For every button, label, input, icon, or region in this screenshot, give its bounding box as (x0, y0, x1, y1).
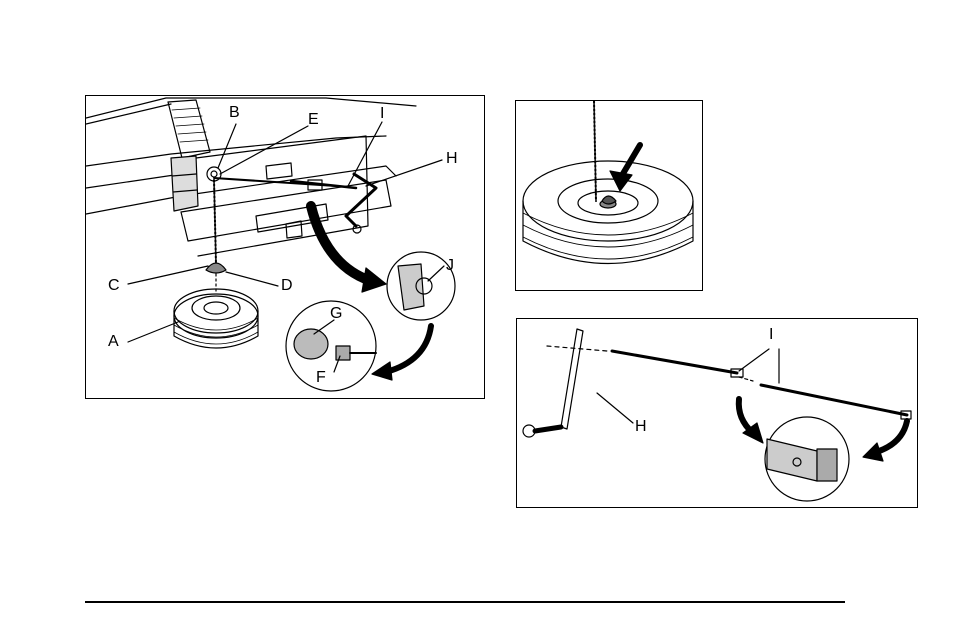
spare-tire-illustration (515, 100, 703, 291)
callout-d: D (281, 278, 293, 294)
callout-c: C (108, 278, 120, 294)
callout-i: I (769, 327, 773, 343)
jack-handle-extensions-illustration: I H (516, 318, 918, 508)
tool-assembly-drawing (517, 319, 918, 508)
callout-j: J (446, 258, 454, 274)
callout-f: F (316, 370, 326, 386)
footer-rule (85, 601, 845, 603)
vehicle-rear-spare-illustration: B E I H C D A G F J (85, 95, 485, 399)
callout-g: G (330, 306, 342, 322)
callout-h: H (446, 151, 458, 167)
vehicle-rear-drawing (86, 96, 485, 399)
spare-tire-drawing (516, 101, 703, 291)
callout-h: H (635, 419, 647, 435)
callout-a: A (108, 334, 119, 350)
callout-i: I (380, 106, 384, 122)
callout-e: E (308, 112, 319, 128)
callout-b: B (229, 105, 240, 121)
